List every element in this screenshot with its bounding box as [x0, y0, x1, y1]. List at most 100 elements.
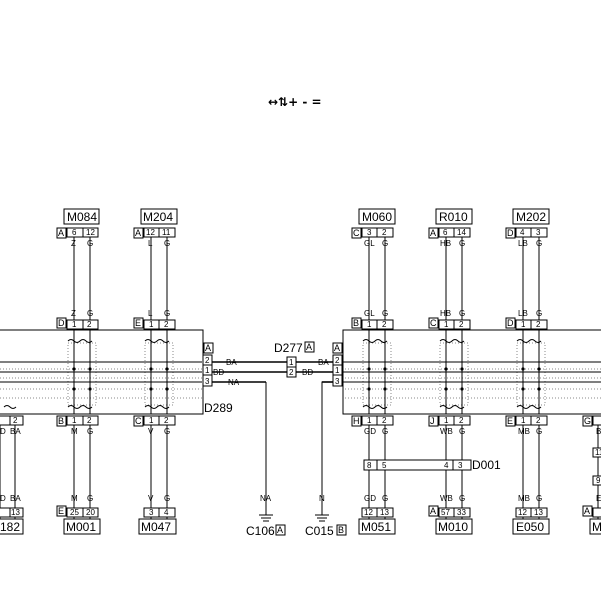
svg-text:G: G — [459, 427, 465, 436]
module-right[interactable]: A 2 1 3 B 1 2 C 1 2 D 1 2 H 1 2 J — [332, 317, 601, 427]
svg-text:4: 4 — [444, 461, 449, 470]
svg-text:3: 3 — [458, 461, 463, 470]
svg-text:2: 2 — [87, 320, 92, 329]
svg-text:M: M — [71, 494, 78, 503]
svg-text:G: G — [536, 427, 542, 436]
svg-text:E: E — [58, 506, 64, 516]
svg-text:A: A — [334, 343, 340, 353]
svg-text:G: G — [459, 239, 465, 248]
svg-text:D001: D001 — [472, 458, 501, 472]
right-edge-connectors: 11 9 — [592, 447, 601, 486]
svg-text:WB: WB — [440, 494, 453, 503]
component-m060[interactable]: M060 C 3 2 — [351, 208, 396, 239]
svg-text:D289: D289 — [204, 401, 233, 415]
svg-text:2: 2 — [382, 228, 387, 237]
component-m202[interactable]: M202 D 4 3 — [505, 208, 550, 239]
svg-text:182: 182 — [0, 520, 20, 534]
svg-text:G: G — [164, 494, 170, 503]
svg-text:J: J — [430, 416, 435, 426]
svg-text:1: 1 — [444, 320, 449, 329]
svg-text:E050: E050 — [516, 520, 544, 534]
component-m084[interactable]: M084 A 6 12 — [56, 208, 100, 239]
splice-d001[interactable]: 8 5 4 3 D001 — [363, 458, 501, 472]
svg-text:C: C — [135, 416, 142, 426]
svg-text:G: G — [87, 494, 93, 503]
ground-c106[interactable]: NA C106 A — [246, 382, 286, 538]
svg-text:R010: R010 — [439, 210, 468, 224]
svg-text:6: 6 — [72, 228, 77, 237]
component-m001[interactable]: E 25 20 M001 — [56, 505, 101, 535]
svg-text:G: G — [87, 309, 93, 318]
svg-text:20: 20 — [86, 508, 95, 517]
svg-text:G: G — [536, 309, 542, 318]
svg-text:2: 2 — [205, 356, 210, 365]
component-xm[interactable]: A M — [582, 505, 601, 535]
ground-c015[interactable]: N C015 B — [305, 381, 347, 538]
svg-text:GD: GD — [364, 494, 376, 503]
svg-text:G: G — [164, 239, 170, 248]
svg-text:13: 13 — [534, 508, 543, 517]
component-r010[interactable]: R010 A 6 14 — [428, 208, 473, 239]
svg-text:A: A — [584, 506, 590, 516]
module-d289[interactable]: D 1 2 E 1 2 B 1 2 C 1 2 2 A 2 1 3 — [0, 317, 233, 427]
svg-text:2: 2 — [13, 416, 18, 425]
svg-text:G: G — [584, 416, 591, 426]
bottom-wires: D BA M G V G GD G WB G MB G B D BA M G V… — [0, 425, 601, 520]
svg-text:M001: M001 — [66, 520, 96, 534]
svg-text:G: G — [459, 494, 465, 503]
svg-text:E: E — [596, 494, 601, 503]
svg-text:M010: M010 — [438, 520, 468, 534]
svg-text:2: 2 — [87, 416, 92, 425]
svg-text:NA: NA — [260, 494, 272, 503]
component-m204[interactable]: M204 A 12 11 — [133, 208, 178, 239]
top-wires — [73, 237, 540, 320]
svg-text:1: 1 — [72, 416, 77, 425]
svg-text:V: V — [148, 494, 154, 503]
svg-text:E: E — [135, 318, 141, 328]
svg-text:2: 2 — [164, 320, 169, 329]
svg-text:A: A — [277, 525, 283, 535]
component-e050[interactable]: 12 13 E050 — [512, 507, 550, 535]
svg-text:M051: M051 — [361, 520, 391, 534]
svg-text:BA: BA — [226, 358, 237, 367]
svg-text:LB: LB — [518, 239, 528, 248]
svg-text:2: 2 — [164, 416, 169, 425]
component-m010[interactable]: A 57 33 M010 — [428, 505, 473, 535]
svg-text:D: D — [507, 318, 514, 328]
svg-text:9: 9 — [596, 476, 601, 485]
svg-text:2: 2 — [289, 368, 294, 377]
svg-text:33: 33 — [457, 508, 466, 517]
svg-text:H: H — [353, 416, 360, 426]
svg-text:B: B — [338, 525, 344, 535]
svg-text:G: G — [164, 309, 170, 318]
component-m047[interactable]: 3 4 M047 — [138, 507, 177, 535]
svg-text:D277: D277 — [274, 341, 303, 355]
svg-text:N: N — [319, 494, 325, 503]
svg-text:1: 1 — [521, 320, 526, 329]
svg-text:1: 1 — [205, 366, 210, 375]
component-m051[interactable]: 12 13 M051 — [358, 507, 396, 535]
svg-text:3: 3 — [205, 377, 210, 386]
svg-text:1: 1 — [335, 366, 340, 375]
svg-text:G: G — [536, 239, 542, 248]
svg-text:3: 3 — [335, 377, 340, 386]
connector-d277[interactable]: D277 A 1 2 — [274, 341, 315, 378]
svg-text:12: 12 — [86, 228, 95, 237]
svg-text:G: G — [87, 427, 93, 436]
svg-text:1: 1 — [444, 416, 449, 425]
component-x182[interactable]: 13 182 — [0, 507, 24, 535]
svg-text:12: 12 — [518, 508, 527, 517]
bus-wires: BA BD NA BA BD — [212, 358, 333, 387]
svg-text:1: 1 — [149, 416, 154, 425]
svg-text:1: 1 — [72, 320, 77, 329]
svg-text:GL: GL — [364, 239, 375, 248]
svg-text:M: M — [71, 427, 78, 436]
svg-text:Z: Z — [71, 239, 76, 248]
svg-text:1: 1 — [367, 416, 372, 425]
svg-text:D: D — [0, 427, 6, 436]
svg-text:2: 2 — [459, 416, 464, 425]
svg-text:1: 1 — [289, 358, 294, 367]
legend-symbols: ↔⇅+ - = — [268, 95, 322, 109]
svg-text:M204: M204 — [143, 210, 173, 224]
